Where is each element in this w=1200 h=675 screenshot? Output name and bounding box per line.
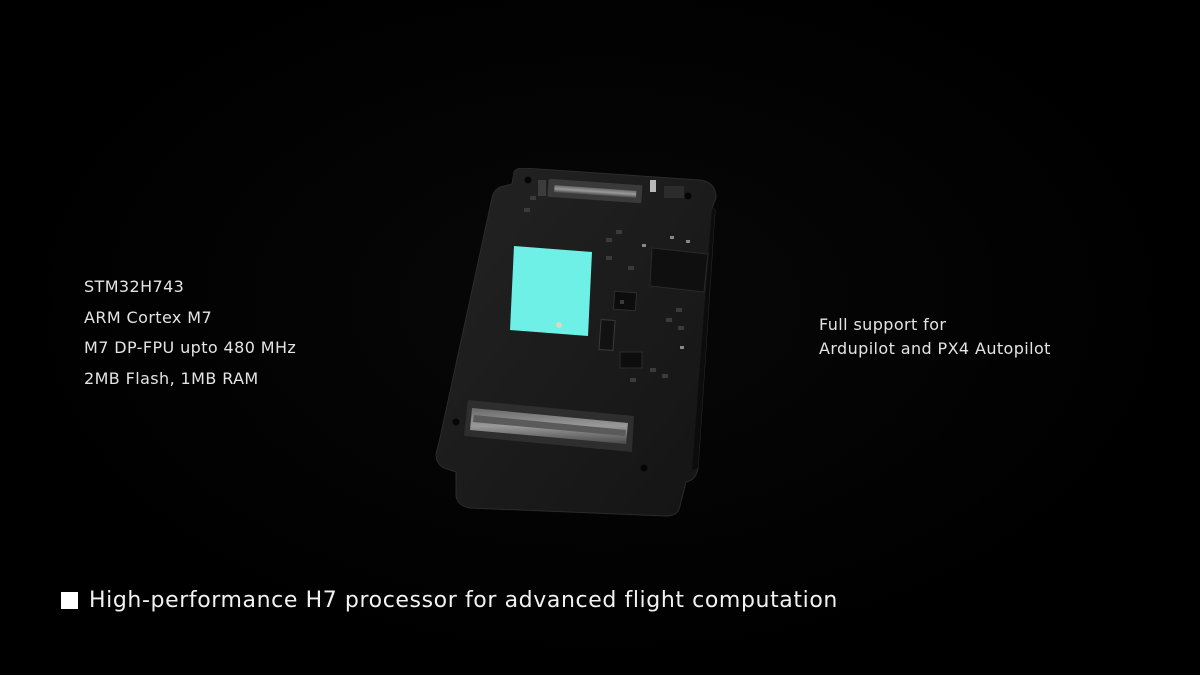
mount-hole bbox=[640, 464, 648, 472]
mount-hole bbox=[452, 418, 460, 426]
mount-hole bbox=[684, 192, 692, 200]
pcb-body bbox=[435, 168, 717, 517]
top-connector bbox=[547, 178, 643, 204]
autopilot-support-text: Full support for Ardupilot and PX4 Autop… bbox=[819, 313, 1051, 361]
processor-chip bbox=[510, 246, 592, 336]
feature-caption: High-performance H7 processor for advanc… bbox=[61, 588, 838, 613]
imu-chip bbox=[649, 247, 709, 293]
spec-item-core: ARM Cortex M7 bbox=[84, 307, 213, 327]
support-line-2: Ardupilot and PX4 Autopilot bbox=[819, 339, 1051, 358]
bottom-connector bbox=[464, 400, 634, 452]
square-bullet-icon bbox=[61, 592, 78, 609]
flight-controller-board-image bbox=[435, 168, 717, 517]
support-line-1: Full support for bbox=[819, 315, 947, 334]
spec-item-memory: 2MB Flash, 1MB RAM bbox=[84, 368, 259, 388]
caption-text: High-performance H7 processor for advanc… bbox=[89, 588, 838, 613]
mount-hole bbox=[524, 176, 532, 184]
spec-list: STM32H743 ARM Cortex M7 M7 DP-FPU upto 4… bbox=[84, 272, 296, 394]
spec-item-fpu: M7 DP-FPU upto 480 MHz bbox=[84, 338, 297, 357]
spec-item-mcu: STM32H743 bbox=[84, 277, 185, 296]
